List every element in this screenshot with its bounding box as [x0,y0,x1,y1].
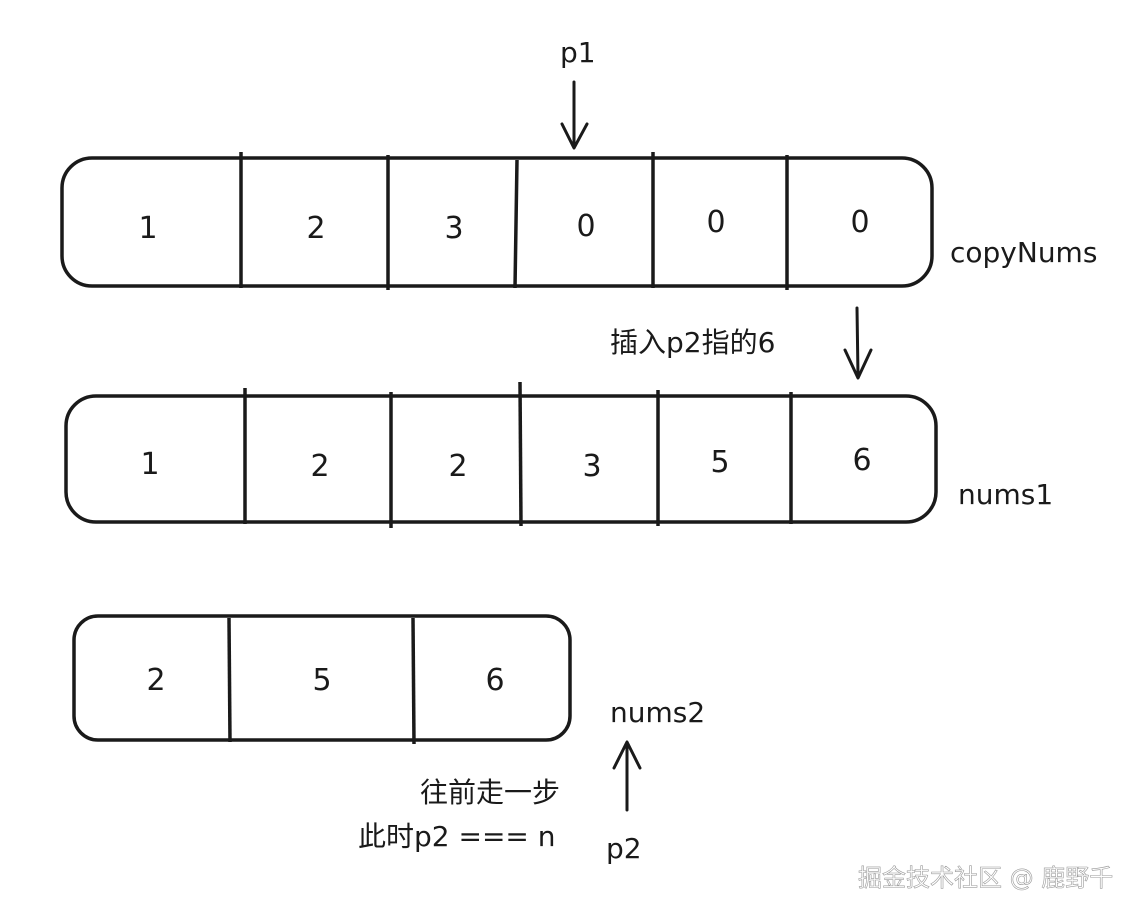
array-label-nums2: nums2 [610,696,705,729]
condition-annotation: 此时p2 === n [358,820,556,853]
array-box [60,156,934,288]
cell-divider [227,617,232,743]
down-arrow-icon [560,80,589,150]
array-cell: 3 [444,211,463,246]
array-box [72,614,572,742]
array-cell: 5 [312,663,331,698]
watermark: 掘金技术社区 @ 鹿野千 [858,864,1113,892]
array-nums2: 2 5 6 [72,614,572,745]
down-arrow-icon [843,306,873,380]
array-cell: 3 [582,449,601,484]
array-cell: 2 [146,663,165,698]
array-cell: 0 [706,205,725,240]
array-cell: 5 [710,445,729,480]
cell-divider [518,381,523,527]
array-box [64,394,938,524]
array-cell: 6 [485,663,504,698]
array-cell: 2 [306,211,325,246]
insert-annotation: 插入p2指的6 [610,326,775,359]
array-cell: 0 [850,205,869,240]
array-cell: 1 [140,447,159,482]
up-arrow-icon [612,740,642,812]
pointer-label-p1: p1 [560,36,596,69]
array-label-nums1: nums1 [958,478,1053,511]
array-cell: 1 [138,211,157,246]
array-copyNums: 1 2 3 0 0 0 [60,152,934,290]
step-annotation: 往前走一步 [420,776,560,809]
array-cell: 0 [576,209,595,244]
array-nums1: 1 2 2 3 5 6 [64,381,938,528]
cell-divider [411,617,416,745]
array-cell: 2 [310,449,329,484]
pointer-label-p2: p2 [606,832,642,865]
array-label-copyNums: copyNums [950,236,1097,269]
array-cell: 6 [852,443,871,478]
cell-divider [513,159,519,289]
array-cell: 2 [448,449,467,484]
